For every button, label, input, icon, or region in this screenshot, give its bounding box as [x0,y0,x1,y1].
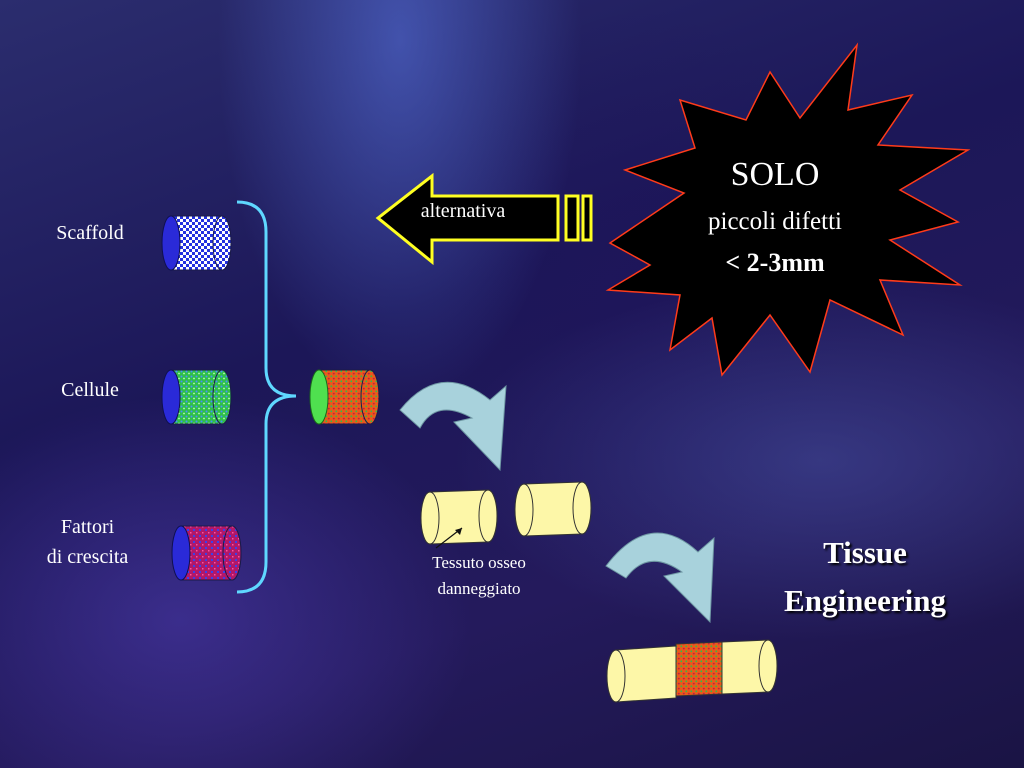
bone-right-cylinder [514,481,592,537]
alternativa-arrow [375,172,593,266]
tessuto-label-line2: danneggiato [437,579,521,598]
piccoli-difetti-label: piccoli difetti [708,208,842,235]
size-limit-label: < 2-3mm [725,248,825,277]
solo-label: SOLO [730,156,820,193]
starburst-shape [605,42,971,377]
scaffold-label: Scaffold [56,222,124,244]
grouping-brace [236,200,297,594]
tissue-engineering-line2: Engineering [784,583,946,618]
pointer-arrowhead [455,528,462,535]
bone-left-cylinder [420,489,498,545]
curved-arrow-2 [605,532,715,624]
tissue-engineering-line1: Tissue [823,535,907,570]
fattori-cylinder [171,525,242,581]
alternativa-label: alternativa [420,200,506,222]
tessuto-label-line1: Tessuto osseo [432,553,526,572]
fattori-label-line1: Fattori [60,516,115,538]
scaffold-cylinder [161,215,232,271]
cellule-cylinder [161,369,232,425]
curved-arrow-1 [399,381,507,472]
cellule-label: Cellule [61,379,119,401]
repaired-bone [606,639,778,703]
fattori-label-line2: di crescita [46,546,129,568]
combined-cylinder [309,369,380,425]
